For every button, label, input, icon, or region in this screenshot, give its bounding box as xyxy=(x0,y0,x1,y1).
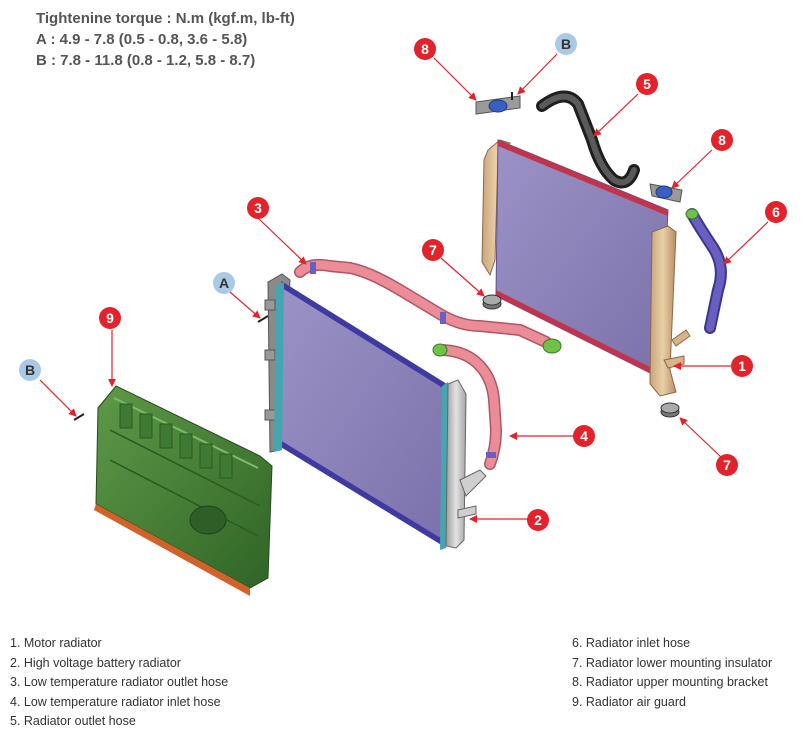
radiator-exploded-view: 8 B 5 8 6 3 7 A 9 1 B 4 xyxy=(19,33,787,596)
callout-7-top: 7 xyxy=(422,239,444,261)
callout-4-label: 4 xyxy=(580,428,588,444)
callout-3-label: 3 xyxy=(254,200,262,216)
legend-item-9: 9. Radiator air guard xyxy=(572,694,686,709)
upper-mounting-bracket-right xyxy=(649,183,683,203)
callout-a: A xyxy=(213,272,235,294)
callout-b-top-label: B xyxy=(561,36,571,52)
callout-7-top-label: 7 xyxy=(429,242,437,258)
lt-radiator-inlet-hose xyxy=(432,343,503,470)
radiator-air-guard xyxy=(94,385,273,596)
callout-a-label: A xyxy=(219,275,229,291)
torque-spec-b: B : 7.8 - 11.8 (0.8 - 1.2, 5.8 - 8.7) xyxy=(36,52,256,69)
callout-3: 3 xyxy=(247,197,269,219)
parts-legend-left: 1. Motor radiator 2. High voltage batter… xyxy=(10,634,228,732)
callout-8-right: 8 xyxy=(711,129,733,151)
callout-6-label: 6 xyxy=(772,204,780,220)
callout-1: 1 xyxy=(731,355,753,377)
lower-mounting-insulator-left xyxy=(482,294,502,310)
callout-8-left-label: 8 xyxy=(421,41,429,57)
torque-spec: Tightenine torque : N.m (kgf.m, lb-ft) A… xyxy=(36,8,295,71)
lower-mounting-insulator-right xyxy=(660,402,680,418)
motor-radiator xyxy=(481,139,691,397)
callout-1-label: 1 xyxy=(738,358,746,374)
callout-5: 5 xyxy=(636,73,658,95)
callout-9: 9 xyxy=(99,307,121,329)
legend-item-3: 3. Low temperature radiator outlet hose xyxy=(10,675,229,689)
upper-mounting-bracket-left xyxy=(475,92,521,115)
callout-4: 4 xyxy=(573,425,595,447)
callout-b-left-label: B xyxy=(25,362,35,378)
callout-b-top: B xyxy=(555,33,577,55)
legend-item-7: 7. Radiator lower mounting insulator xyxy=(572,655,773,670)
callout-6: 6 xyxy=(765,201,787,223)
legend-item-5: 5. Radiator outlet hose xyxy=(10,714,136,728)
callout-8-right-label: 8 xyxy=(718,132,726,148)
legend-item-6: 6. Radiator inlet hose xyxy=(572,636,691,650)
callout-2-label: 2 xyxy=(534,512,542,528)
torque-title: Tightenine torque : N.m (kgf.m, lb-ft) xyxy=(36,10,295,27)
callout-7-bottom-label: 7 xyxy=(723,457,731,473)
lt-radiator-outlet-hose xyxy=(294,258,562,354)
legend-item-8: 8. Radiator upper mounting bracket xyxy=(572,675,768,689)
leader-lines xyxy=(39,53,769,523)
callout-9-label: 9 xyxy=(106,310,114,326)
callout-7-bottom: 7 xyxy=(716,454,738,476)
bolt-a xyxy=(257,315,269,323)
callout-2: 2 xyxy=(527,509,549,531)
callout-5-label: 5 xyxy=(643,76,651,92)
hv-battery-radiator xyxy=(264,273,487,550)
legend-item-1: 1. Motor radiator xyxy=(10,636,102,650)
torque-spec-a: A : 4.9 - 7.8 (0.5 - 0.8, 3.6 - 5.8) xyxy=(36,31,248,48)
radiator-inlet-hose xyxy=(685,208,727,334)
bolt-b-guard xyxy=(73,413,85,421)
legend-item-2: 2. High voltage battery radiator xyxy=(10,655,181,670)
callout-b-left: B xyxy=(19,359,41,381)
callout-8-left: 8 xyxy=(414,38,436,60)
legend-item-4: 4. Low temperature radiator inlet hose xyxy=(10,694,221,709)
radiator-outlet-hose xyxy=(536,90,640,189)
parts-legend-right: 6. Radiator inlet hose 7. Radiator lower… xyxy=(572,634,772,712)
